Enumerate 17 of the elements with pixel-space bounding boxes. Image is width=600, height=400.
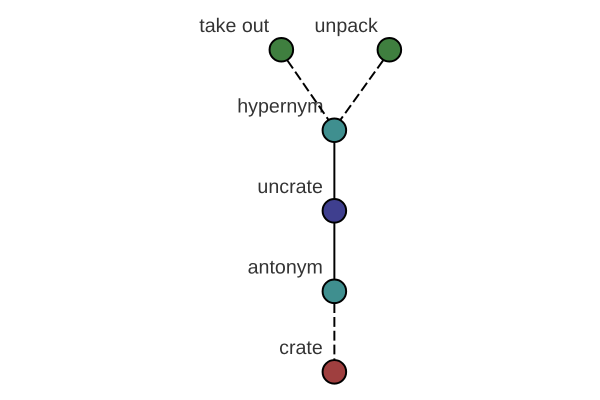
node-circle [322,198,348,224]
node-circle [322,359,348,385]
connector [333,303,336,360]
node-circle [268,37,294,63]
node-label: antonym [248,256,323,279]
connector [340,60,384,120]
node-circle [322,278,348,304]
connector [286,60,330,120]
node-label: take out [199,15,270,38]
node-label: uncrate [257,176,323,198]
node-circle [322,118,348,144]
node-circle [376,37,402,63]
connector [333,142,336,199]
node-label: hypernym [237,96,324,118]
connector [333,222,336,280]
node-label: unpack [314,15,378,38]
node-label: crate [279,337,323,360]
